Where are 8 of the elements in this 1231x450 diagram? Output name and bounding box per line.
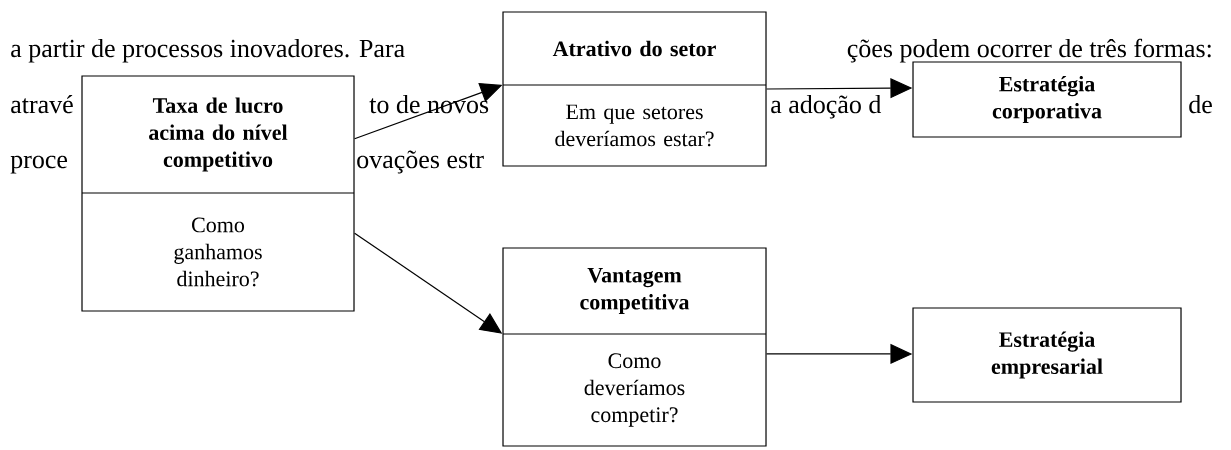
paragraph-fragment: ções podem ocorrer de três formas:: [847, 38, 1211, 63]
labeled-box: Taxa de lucro acima do nível competitivo Como ganhamos dinheiro?: [81, 75, 355, 312]
labeled-box: Estratégia empresarial: [912, 307, 1182, 403]
labeled-box: Atrativo do setor Em que setores deveríamos estar?: [502, 11, 767, 167]
labeled-box: Estratégia corporativa: [912, 61, 1182, 138]
paragraph-fragment: ovações estr: [357, 150, 484, 174]
paragraph-fragment: a adoção d: [771, 94, 882, 119]
labeled-box: Vantagem competitiva Como deveríamos competir?: [502, 247, 767, 447]
